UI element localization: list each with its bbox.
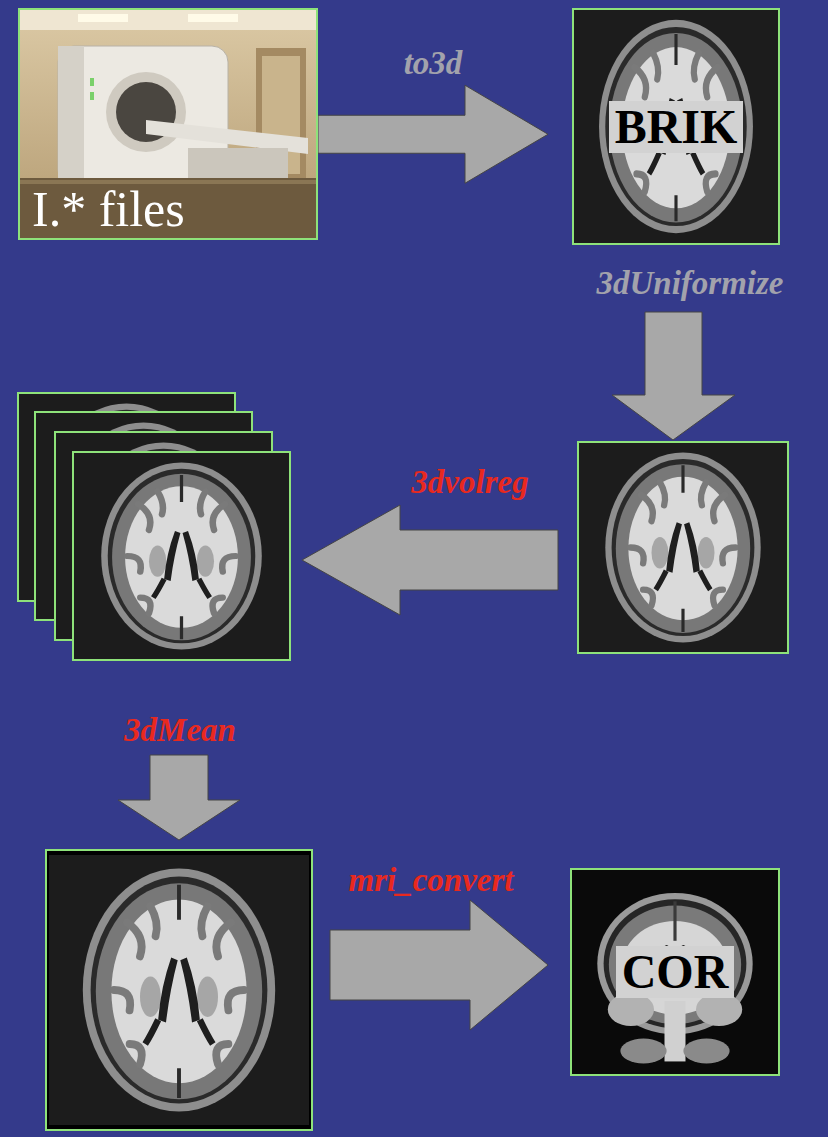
image-box: COR bbox=[570, 868, 780, 1076]
box-label: BRIK bbox=[609, 101, 744, 153]
image-box: BRIK bbox=[572, 8, 780, 245]
block-arrow bbox=[330, 900, 548, 1030]
step-label: 3dUniformize bbox=[596, 265, 783, 301]
step-label: 3dvolreg bbox=[411, 464, 528, 500]
mean-image bbox=[46, 850, 312, 1130]
box-label: COR bbox=[616, 946, 735, 998]
block-arrow bbox=[118, 755, 240, 840]
brik-image bbox=[572, 8, 780, 245]
box-label: I.* files bbox=[32, 184, 185, 234]
step-label: mri_convert bbox=[349, 862, 514, 898]
step-label: 3dMean bbox=[124, 712, 236, 748]
image-box: I.* files bbox=[18, 8, 318, 240]
cor-image bbox=[570, 868, 780, 1076]
block-arrow bbox=[302, 505, 558, 615]
edge-label: to3d bbox=[404, 45, 463, 81]
block-arrow bbox=[612, 312, 735, 440]
uniformized-image bbox=[578, 442, 788, 653]
block-arrow bbox=[318, 85, 548, 183]
registered-slice bbox=[73, 452, 290, 660]
mri-photo bbox=[18, 8, 318, 240]
